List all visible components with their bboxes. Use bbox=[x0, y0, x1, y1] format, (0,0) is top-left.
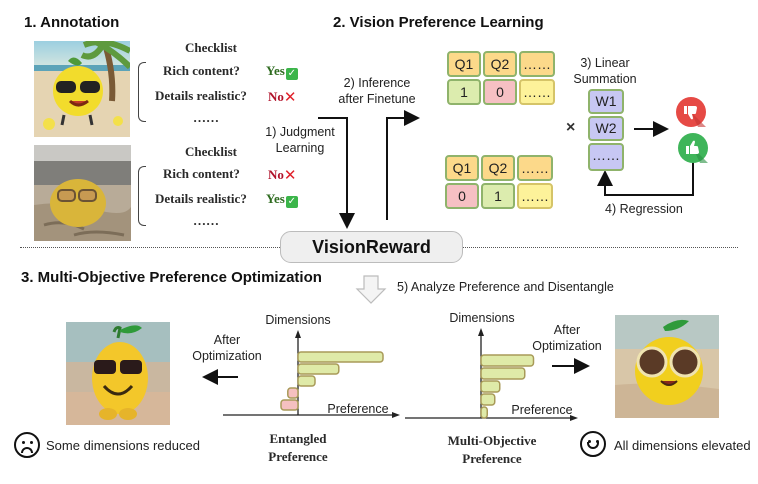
step-3-label: 3) Linear Summation bbox=[573, 56, 637, 86]
checklist-question: Rich content? bbox=[163, 63, 240, 78]
chart-bar-negative bbox=[287, 387, 299, 399]
chart-bar-positive bbox=[480, 354, 535, 367]
cross-icon: ✕ bbox=[283, 88, 297, 106]
checklist-question: Details realistic? bbox=[155, 88, 247, 103]
arrow-regression bbox=[597, 162, 694, 196]
checklist-answer-no: No✕ bbox=[268, 88, 297, 106]
hollow-down-arrow bbox=[355, 275, 387, 304]
checklist-answer-yes: Yes✓ bbox=[266, 63, 298, 80]
weight-cell: W2 bbox=[588, 116, 624, 141]
table-value-cell: 0 bbox=[445, 183, 479, 209]
checklist-title: Checklist bbox=[185, 144, 237, 159]
arrow-inference bbox=[386, 110, 420, 220]
table-header-cell: Q2 bbox=[483, 51, 517, 77]
multiply-sign: × bbox=[566, 119, 576, 136]
table-header-cell: Q1 bbox=[445, 155, 479, 181]
chart-ylabel: Dimensions bbox=[449, 311, 514, 325]
check-icon: ✓ bbox=[285, 68, 298, 80]
check-icon: ✓ bbox=[285, 196, 298, 208]
table-value-cell: 0 bbox=[483, 79, 517, 105]
checklist-title: Checklist bbox=[185, 40, 237, 55]
table-value-cell: …… bbox=[517, 183, 553, 209]
brace bbox=[138, 62, 146, 122]
sad-face-icon bbox=[14, 432, 40, 458]
table-header-cell: …… bbox=[519, 51, 555, 77]
checklist-ellipsis: …… bbox=[193, 213, 219, 228]
chart-bar-positive bbox=[297, 363, 340, 375]
lemon-image-cartoon bbox=[34, 41, 130, 137]
section-title-vision-preference: 2. Vision Preference Learning bbox=[333, 14, 544, 31]
lemon-image-multi-objective-result bbox=[615, 315, 719, 418]
table-value-cell: …… bbox=[519, 79, 555, 105]
chart-x-axis-arrowhead bbox=[570, 415, 578, 421]
chart-bar-positive bbox=[297, 351, 384, 363]
chart-bar-positive bbox=[297, 375, 316, 387]
section-title-multi-objective: 3. Multi-Objective Preference Optimizati… bbox=[21, 269, 322, 286]
checklist-question: Rich content? bbox=[163, 166, 240, 181]
table-header-cell: …… bbox=[517, 155, 553, 181]
checklist-answer-no: No✕ bbox=[268, 166, 297, 184]
weight-cell: W1 bbox=[588, 89, 624, 114]
chart-bar-positive bbox=[480, 367, 526, 380]
lemon-image-entangled-result bbox=[66, 322, 170, 425]
section-divider-right bbox=[463, 247, 738, 248]
section-divider-left bbox=[20, 247, 280, 248]
chart-ylabel: Dimensions bbox=[265, 313, 330, 327]
step-1-label: 1) Judgment Learning bbox=[265, 125, 335, 155]
step-4-label: 4) Regression bbox=[605, 202, 683, 216]
chart-bar-negative bbox=[280, 399, 299, 411]
after-optimization-label-right: After Optimization bbox=[532, 323, 602, 353]
chart-xlabel: Preference bbox=[327, 402, 388, 416]
chart-title-entangled: Entangled Preference bbox=[268, 431, 328, 464]
chart-title-multi-objective: Multi-Objective Preference bbox=[447, 433, 537, 466]
chart-y-axis-arrowhead bbox=[295, 330, 301, 338]
chart-x-axis-arrowhead bbox=[392, 412, 400, 418]
checklist-ellipsis: …… bbox=[193, 110, 219, 125]
weight-cell: …… bbox=[588, 143, 624, 171]
happy-face-icon bbox=[580, 431, 606, 457]
visionreward-model-box: VisionReward bbox=[280, 231, 463, 263]
checklist-answer-yes: Yes✓ bbox=[266, 191, 298, 208]
chart-bar-positive bbox=[480, 406, 488, 419]
section-title-annotation: 1. Annotation bbox=[24, 14, 120, 31]
arrow-judgment-learning bbox=[318, 117, 355, 229]
outcome-left-text: Some dimensions reduced bbox=[46, 438, 200, 453]
chart-xlabel: Preference bbox=[511, 403, 572, 417]
outcome-right-text: All dimensions elevated bbox=[614, 438, 751, 453]
chart-bar-positive bbox=[480, 393, 496, 406]
thumbs-down-icon bbox=[676, 97, 706, 127]
step-5-label: 5) Analyze Preference and Disentangle bbox=[397, 280, 614, 294]
chart-bar-positive bbox=[480, 380, 501, 393]
table-header-cell: Q1 bbox=[447, 51, 481, 77]
chart-y-axis-arrowhead bbox=[478, 328, 484, 336]
checklist-question: Details realistic? bbox=[155, 191, 247, 206]
step-2-label: 2) Inference after Finetune bbox=[338, 76, 416, 106]
cross-icon: ✕ bbox=[283, 166, 297, 184]
thumbs-up-icon bbox=[678, 133, 708, 163]
entangled-preference-chart: Dimensions Preference bbox=[223, 313, 400, 418]
table-value-cell: 1 bbox=[481, 183, 515, 209]
table-header-cell: Q2 bbox=[481, 155, 515, 181]
brace bbox=[138, 166, 146, 226]
after-optimization-label-left: After Optimization bbox=[192, 333, 262, 363]
multi-objective-preference-chart: Dimensions Preference bbox=[405, 311, 578, 421]
table-value-cell: 1 bbox=[447, 79, 481, 105]
lemon-image-realistic bbox=[34, 145, 131, 241]
